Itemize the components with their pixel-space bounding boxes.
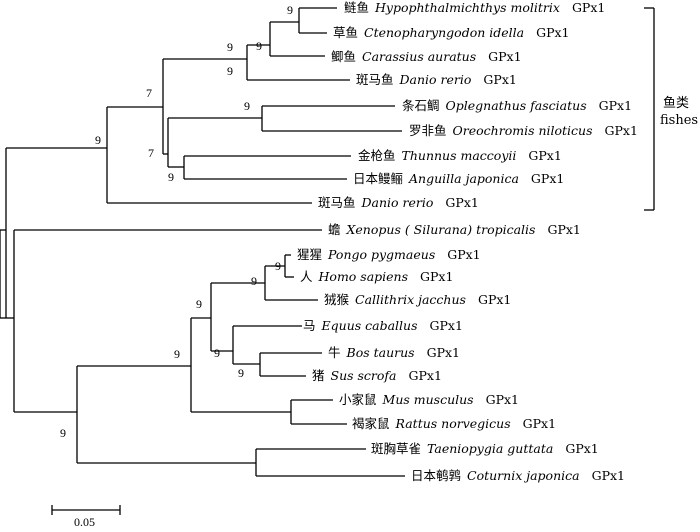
bootstrap-value: 9: [256, 39, 262, 53]
bootstrap-value: 9: [287, 3, 293, 17]
bootstrap-value: 9: [174, 347, 180, 361]
bootstrap-value: 9: [227, 64, 233, 78]
group-label-en: fishes: [660, 113, 698, 128]
bootstrap-value: 9: [60, 426, 66, 440]
bootstrap-value: 9: [251, 274, 257, 288]
bootstrap-value: 9: [196, 297, 202, 311]
bootstrap-value: 9: [214, 346, 220, 360]
bootstrap-value: 9: [275, 259, 281, 273]
group-label-cn: 鱼类: [663, 95, 689, 111]
scale-bar: 0.05: [51, 505, 121, 529]
bootstrap-value: 9: [227, 40, 233, 54]
bootstrap-values: 9 9 9 7 9 9 7 9 9 9 9 9 9 9 9 9: [60, 3, 293, 440]
scale-bar-label: 0.05: [74, 515, 95, 529]
tree-branches: [0, 7, 405, 477]
bootstrap-value: 7: [146, 86, 152, 100]
bootstrap-value: 7: [148, 146, 154, 160]
group-bracket-fishes: 鱼类 fishes: [644, 7, 698, 211]
bootstrap-value: 9: [95, 133, 101, 147]
bootstrap-value: 9: [244, 99, 250, 113]
bootstrap-value: 9: [168, 170, 174, 184]
bootstrap-value: 9: [238, 366, 244, 380]
